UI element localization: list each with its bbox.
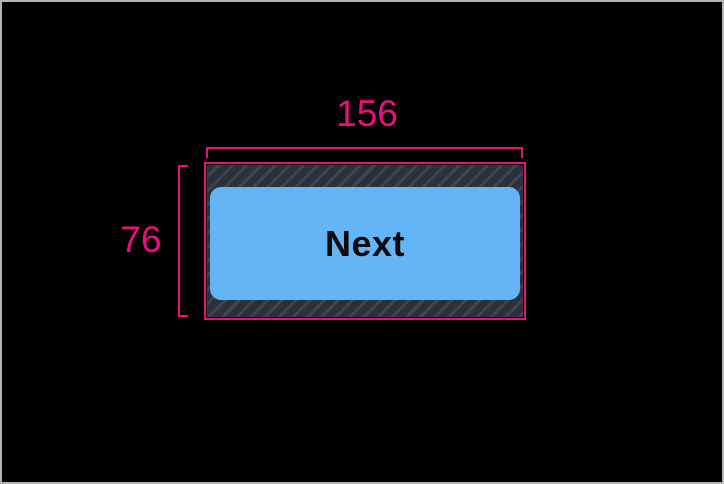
width-dimension-label: 156 [336,93,398,134]
height-dimension-label: 76 [120,219,162,260]
height-measurement-bracket [178,165,188,317]
next-button[interactable]: Next [210,187,520,300]
width-measurement-bracket [206,147,523,158]
tap-target-bounds: Next [204,162,526,320]
